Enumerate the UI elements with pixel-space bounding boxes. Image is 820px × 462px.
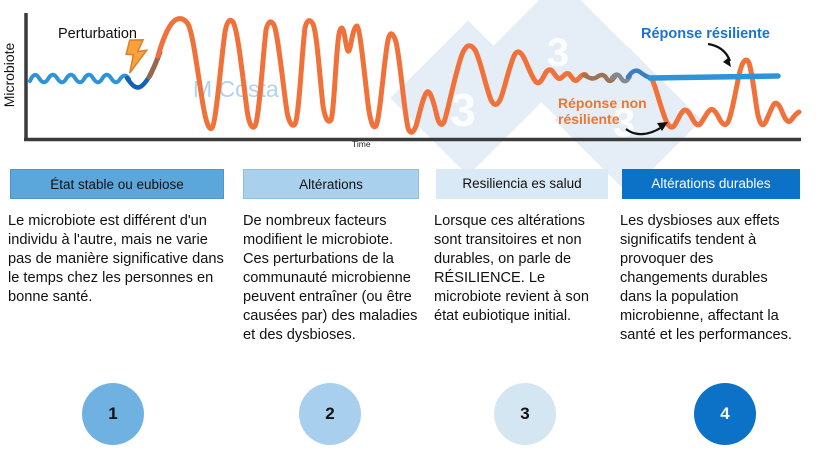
perturbed-wave-path bbox=[155, 16, 589, 135]
watermark-digit: 3 bbox=[613, 101, 635, 145]
non-resilient-response-label-line2: résiliente bbox=[558, 111, 620, 127]
watermark-author: M Costa bbox=[193, 76, 279, 102]
body-stable-state: Le microbiote est différent d'un individ… bbox=[8, 213, 224, 305]
header-stable-state: État stable ou eubiose bbox=[10, 169, 224, 199]
step-circle-1: 1 bbox=[82, 383, 144, 445]
y-axis-label: Microbiote bbox=[1, 43, 17, 108]
watermark-digit: 3 bbox=[547, 31, 569, 75]
resilient-line-path bbox=[647, 73, 781, 81]
transition-gray-path bbox=[609, 72, 633, 84]
header-durable-alterations: Altérations durables bbox=[622, 169, 800, 199]
x-axis-label: Time bbox=[352, 139, 371, 149]
non-resilient-response-label-line1: Réponse non bbox=[558, 95, 647, 111]
step-circle-3: 3 bbox=[494, 383, 556, 445]
transition-brown-path bbox=[581, 72, 619, 84]
lightning-bolt-icon bbox=[125, 39, 149, 74]
stable-wave-path bbox=[28, 72, 131, 85]
microbiote-time-chart: 3 3 3 M Costa Perturba bbox=[1, 0, 802, 194]
step-circle-2: 2 bbox=[299, 383, 361, 445]
resilient-arrow bbox=[707, 42, 732, 67]
header-alterations: Altérations bbox=[243, 169, 419, 199]
body-alterations: De nombreux facteurs modifient le microb… bbox=[243, 213, 418, 343]
axes bbox=[24, 13, 801, 142]
header-resilience: Resiliencia es salud bbox=[436, 169, 608, 199]
step-circle-4: 4 bbox=[694, 383, 756, 445]
non-resilient-path bbox=[649, 57, 802, 130]
body-resilience: Lorsque ces altérations sont transitoire… bbox=[434, 213, 589, 324]
non-resilient-arrow bbox=[625, 122, 668, 136]
watermark-digit: 3 bbox=[450, 84, 476, 136]
perturbation-label: Perturbation bbox=[58, 26, 137, 42]
resilient-response-label: Réponse résiliente bbox=[641, 26, 770, 42]
body-durable-alterations: Les dysbioses aux effets significatifs t… bbox=[620, 213, 792, 343]
